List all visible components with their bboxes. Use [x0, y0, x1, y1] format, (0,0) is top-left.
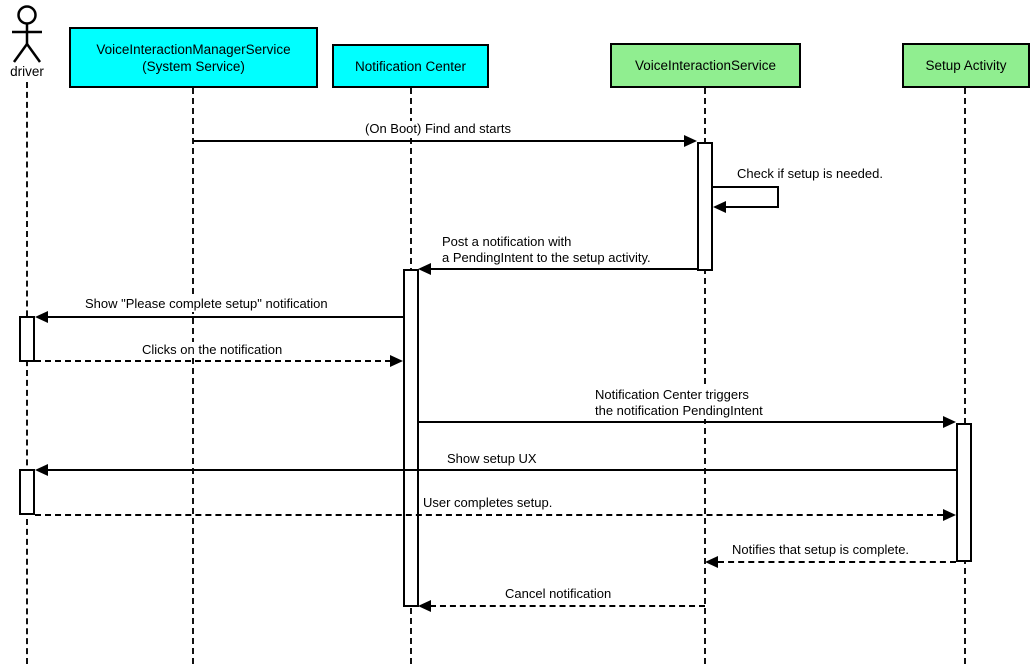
activation-bar-notification-center [403, 269, 419, 607]
participant-box-voice-interaction-manager-service: VoiceInteractionManagerService (System S… [69, 27, 318, 88]
message-line-5 [35, 360, 391, 362]
message-arrowhead-8 [943, 509, 956, 521]
message-line-7 [46, 469, 956, 471]
message-label-5: Clicks on the notification [140, 342, 285, 358]
message-label-1: (On Boot) Find and starts [363, 121, 513, 137]
activation-bar-driver-1 [19, 316, 35, 362]
message-line-2-out [713, 186, 779, 188]
actor-label: driver [10, 64, 44, 79]
message-arrowhead-10 [418, 600, 431, 612]
message-label-2: Check if setup is needed. [735, 166, 885, 182]
message-line-3 [429, 268, 697, 270]
lifeline-driver [26, 82, 28, 664]
message-line-9 [718, 561, 956, 563]
lifeline-setup-activity [964, 88, 966, 664]
message-line-4 [46, 316, 403, 318]
message-arrowhead-3 [418, 263, 431, 275]
message-arrowhead-2 [713, 201, 726, 213]
message-label-9: Notifies that setup is complete. [730, 542, 912, 558]
message-line-10 [430, 605, 705, 607]
message-arrowhead-7 [35, 464, 48, 476]
lifeline-voice-interaction-manager-service [192, 88, 194, 664]
message-label-4: Show "Please complete setup" notificatio… [83, 296, 330, 312]
message-arrowhead-6 [943, 416, 956, 428]
participant-box-notification-center: Notification Center [332, 44, 489, 88]
message-line-8 [35, 514, 943, 516]
message-label-7: Show setup UX [445, 451, 539, 467]
activation-bar-setup-activity [956, 423, 972, 562]
activation-bar-driver-2 [19, 469, 35, 515]
message-arrowhead-5 [390, 355, 403, 367]
participant-box-setup-activity: Setup Activity [902, 43, 1030, 88]
message-line-1 [193, 140, 684, 142]
message-arrowhead-4 [35, 311, 48, 323]
activation-bar-voice-interaction-service [697, 142, 713, 271]
message-line-2-down [777, 186, 779, 208]
message-arrowhead-9 [705, 556, 718, 568]
message-arrowhead-1 [684, 135, 697, 147]
message-label-3: Post a notification with a PendingIntent… [440, 234, 653, 266]
message-label-6: Notification Center triggers the notific… [593, 387, 765, 419]
actor-icon [12, 5, 42, 63]
message-label-10: Cancel notification [503, 586, 614, 602]
message-label-8: User completes setup. [421, 495, 555, 511]
lifeline-voice-interaction-service [704, 88, 706, 664]
message-line-6 [418, 421, 944, 423]
participant-box-voice-interaction-service: VoiceInteractionService [610, 43, 801, 88]
message-line-2-back [726, 206, 779, 208]
